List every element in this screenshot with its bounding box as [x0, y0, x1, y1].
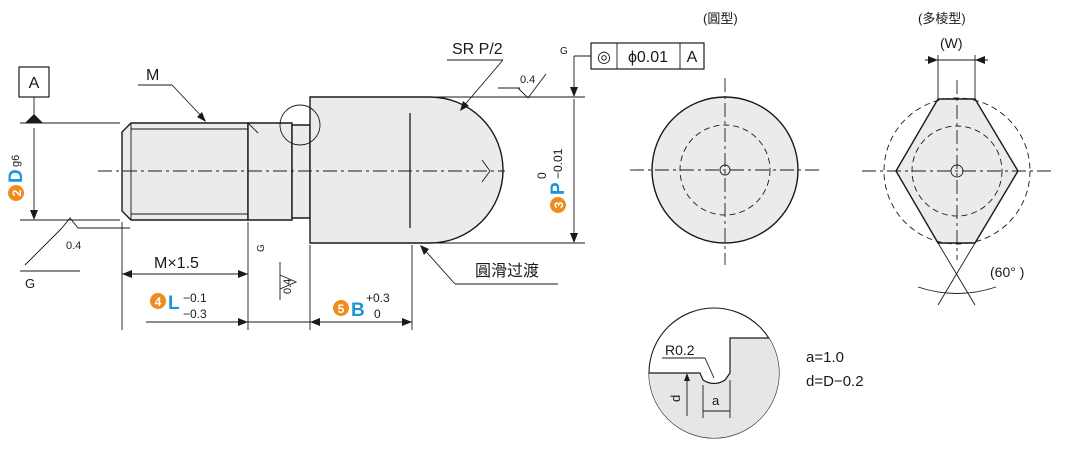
dim-b-upper: +0.3 — [366, 291, 390, 305]
poly-width-label: (W) — [940, 35, 963, 51]
rough-left-value: 0.4 — [66, 240, 81, 252]
badge-2 — [8, 185, 24, 201]
badge-3-num: 3 — [552, 201, 566, 208]
a-label: a — [712, 393, 720, 408]
rough-mid-g: G — [256, 244, 267, 252]
angle-arc — [917, 286, 997, 294]
dim-p-lower: −0.01 — [551, 148, 565, 179]
round-view-title: (圓型) — [703, 11, 738, 26]
sr-callout: SR P/2 — [447, 41, 504, 111]
tol-datum: A — [687, 49, 698, 66]
tol-leader-arrow — [570, 87, 578, 97]
dim-p-letter: P — [548, 182, 569, 195]
dim-d-label: 2 D g6 — [6, 155, 27, 201]
dim-l-lower: −0.3 — [183, 307, 207, 321]
dim-p-label: 3 P 0 −0.01 — [535, 148, 569, 213]
detail-part — [649, 337, 779, 438]
p-arrow-bottom — [570, 233, 578, 243]
b-dim-arrow-l — [310, 318, 320, 326]
w-arrow-r — [975, 56, 985, 64]
d-value: d=D−0.2 — [806, 373, 864, 390]
smooth-label: 圓滑过渡 — [475, 262, 539, 280]
datum-triangle — [25, 114, 43, 123]
badge-5 — [333, 300, 349, 316]
r02-label: R0.2 — [665, 342, 695, 358]
dim-p — [430, 96, 585, 244]
w-arrow-l — [928, 56, 938, 64]
dim-d-letter: D — [6, 169, 27, 183]
m-leader-arrow — [197, 112, 206, 122]
thread-dim-arrow-l — [122, 270, 132, 278]
dim-l: 4 L −0.1 −0.3 — [146, 291, 248, 326]
groove-detail-view: R0.2 a d a=1.0 d=D−0.2 — [648, 307, 864, 439]
rough-left-leader — [24, 227, 63, 266]
dim-b: 5 B +0.3 0 — [248, 245, 413, 330]
datum-box — [18, 66, 50, 98]
collar-edge-top — [247, 122, 259, 134]
rough-left-symbol — [61, 217, 130, 229]
thread-m-callout: M — [138, 67, 206, 122]
dim-b-letter: B — [351, 300, 365, 321]
smooth-leader-arrow — [420, 245, 429, 255]
dim-p-upper: 0 — [535, 172, 549, 179]
d-label: d — [668, 395, 683, 402]
badge-5-num: 5 — [338, 302, 345, 316]
l-dim-arrow — [238, 318, 248, 326]
sr-leader-arrow — [460, 101, 469, 111]
badge-2-num: 2 — [10, 189, 24, 196]
datum-a: A — [18, 66, 120, 221]
tol-symbol: ◎ — [597, 49, 611, 66]
angle-label: (60° ) — [990, 264, 1024, 280]
dim-l-letter: L — [168, 293, 180, 314]
relief-groove — [291, 124, 311, 219]
detail-circle — [279, 104, 321, 146]
d-small-arrow — [684, 373, 690, 381]
rough-mid-value: 0.4 — [282, 279, 294, 294]
relief-collar — [247, 122, 293, 221]
datum-letter: A — [29, 75, 40, 92]
pin-head — [309, 96, 504, 244]
sr-label: SR P/2 — [452, 41, 503, 58]
tol-box — [590, 42, 705, 70]
rough-mid-symbol — [279, 274, 298, 290]
smooth-leader-d — [421, 246, 456, 285]
roughness-middle: G 0.4 — [256, 244, 311, 330]
rough-top-symbol — [517, 73, 547, 99]
pin-side-view — [98, 96, 505, 244]
thread-body — [121, 122, 249, 221]
a-value: a=1.0 — [806, 349, 844, 366]
roughness-left: 0.4 G — [20, 217, 130, 291]
tol-value: ϕ0.01 — [628, 49, 668, 66]
rough-left-g: G — [25, 276, 35, 291]
thread-dim-arrow-r — [238, 270, 248, 278]
thread-m-label: M — [146, 67, 159, 84]
round-end-view: (圓型) — [630, 11, 820, 265]
tip-mark — [481, 159, 491, 183]
roughness-top: 0.4 — [498, 73, 547, 99]
dim-thread-length: M×1.5 — [121, 222, 249, 330]
badge-3 — [550, 197, 566, 213]
polygon-end-view: (多棱型) (W) (60° ) — [862, 11, 1055, 306]
rough-top-value: 0.4 — [520, 74, 535, 86]
angle-line-r — [937, 242, 976, 306]
tol-g: G — [560, 46, 568, 57]
tolerance-frame: ◎ ϕ0.01 A G — [560, 42, 705, 97]
smooth-transition-callout: 圓滑过渡 — [420, 245, 558, 285]
badge-4 — [150, 293, 166, 309]
badge-4-num: 4 — [155, 295, 162, 309]
dim-d-tol: g6 — [10, 155, 22, 167]
m-leader-d — [171, 84, 206, 121]
b-dim-arrow-r — [402, 318, 412, 326]
thread-pitch-label: M×1.5 — [154, 255, 199, 272]
poly-view-title: (多棱型) — [918, 11, 966, 26]
dim-b-lower: 0 — [374, 307, 381, 321]
dim-l-upper: −0.1 — [183, 291, 207, 305]
d-arrow-bottom — [30, 210, 38, 220]
sr-leader-d — [461, 59, 504, 109]
r02-leader-d — [704, 357, 715, 379]
